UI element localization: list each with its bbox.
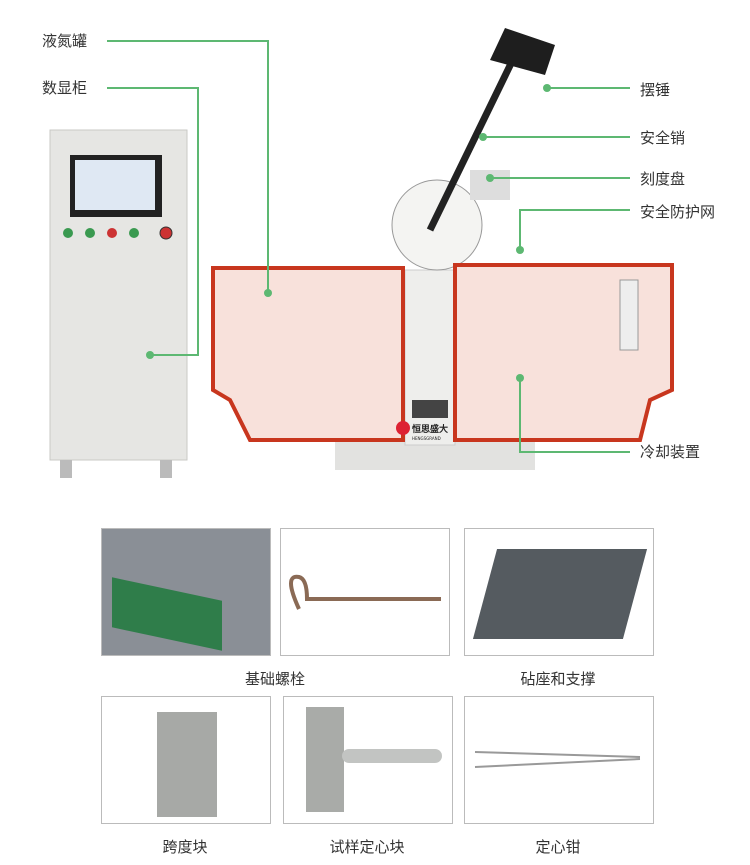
- thumb-specimen-centering-block: [283, 696, 453, 824]
- caption-anvil-support: 砧座和支撑: [520, 670, 596, 688]
- leader-lines: [107, 40, 630, 453]
- safety-guard: [211, 263, 674, 442]
- thumb-anvil-support: [464, 528, 654, 656]
- label-safety-pin: 安全销: [640, 129, 686, 147]
- machine-illustration: 恒思盛大 HENGSGRAND: [49, 28, 674, 478]
- label-pendulum: 摆锤: [640, 81, 671, 99]
- svg-text:恒思盛大: 恒思盛大: [412, 423, 448, 435]
- caption-specimen-centering-block: 试样定心块: [329, 838, 405, 856]
- caption-span-block: 跨度块: [162, 838, 208, 856]
- thumb-foundation-bolt: [280, 528, 450, 656]
- label-liquid-nitrogen-tank: 液氮罐: [42, 32, 88, 50]
- label-dial: 刻度盘: [640, 170, 686, 188]
- caption-foundation-bolt: 基础螺栓: [244, 670, 305, 688]
- display-cabinet: [49, 129, 188, 478]
- caption-centering-tongs: 定心钳: [535, 838, 581, 856]
- thumb-foundation-bolt-mount: [101, 528, 271, 656]
- svg-text:HENGSGRAND: HENGSGRAND: [412, 436, 441, 441]
- label-safety-net: 安全防护网: [640, 203, 716, 221]
- thumb-span-block: [101, 696, 271, 824]
- tester-body: [335, 28, 555, 470]
- leader-dots: [146, 84, 551, 382]
- label-display-cabinet: 数显柜: [42, 79, 88, 97]
- label-cooling-device: 冷却装置: [640, 443, 701, 461]
- cooling-control-box: [619, 279, 639, 351]
- thumb-centering-tongs: [464, 696, 654, 824]
- logo: 恒思盛大 HENGSGRAND: [396, 421, 448, 441]
